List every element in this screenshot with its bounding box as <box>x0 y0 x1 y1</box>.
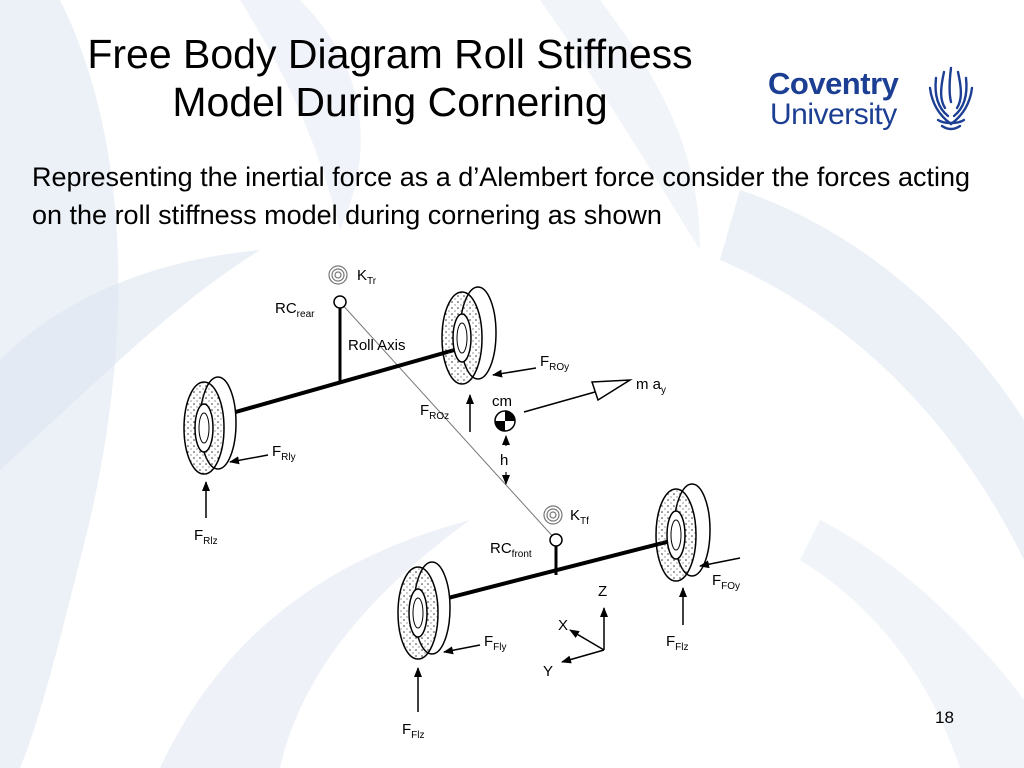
y-axis-label: Y <box>543 663 553 680</box>
rc-rear-label: RCrear <box>275 300 315 320</box>
front-torsion-spring-icon <box>543 505 563 525</box>
rear-torsion-spring-icon <box>328 265 348 285</box>
f-foy-arrow <box>699 557 741 569</box>
logo-line1: Coventry <box>768 66 899 101</box>
k-tf-label: KTf <box>570 507 589 527</box>
centre-of-mass-icon <box>494 410 516 432</box>
cm-label: cm <box>492 393 512 410</box>
phoenix-icon <box>928 66 974 131</box>
roll-axis-label: Roll Axis <box>348 337 406 354</box>
logo-line2: University <box>770 98 897 131</box>
front-axle <box>439 534 691 602</box>
k-tr-label: KTr <box>357 267 377 287</box>
f-rly-label: FRly <box>272 443 296 463</box>
f-rly-arrow <box>229 454 269 465</box>
f-flz-right-label: FFlz <box>666 633 689 653</box>
slide-title-line1: Free Body Diagram Roll Stiffness <box>87 31 693 77</box>
coordinate-axes <box>561 607 608 664</box>
rc-front-label: RCfront <box>490 540 532 560</box>
h-label: h <box>500 452 508 469</box>
m-ay-arrow <box>523 379 633 413</box>
f-fly-label: FFly <box>484 633 507 653</box>
m-ay-label: m ay <box>636 376 666 396</box>
f-fly-arrow <box>443 644 481 655</box>
rear-roll-centre <box>333 295 347 309</box>
x-axis-label: X <box>558 617 568 634</box>
front-right-wheel <box>655 483 711 582</box>
f-flz-left-label: FFlz <box>402 721 425 741</box>
front-left-wheel <box>397 561 451 660</box>
roll-axis-line <box>339 301 557 541</box>
body-text: Representing the inertial force as a d’A… <box>32 162 970 230</box>
rear-axle <box>224 345 466 417</box>
page-number: 18 <box>935 708 954 727</box>
coventry-university-logo: Coventry University <box>768 62 988 134</box>
rear-left-wheel <box>183 376 237 475</box>
f-roy-arrow <box>492 367 537 378</box>
f-foy-label: FFOy <box>712 572 740 592</box>
f-roz-label: FROz <box>420 402 449 422</box>
f-rlz-label: FRlz <box>194 527 218 547</box>
slide-title: Free Body Diagram Roll Stiffness Model D… <box>30 30 750 126</box>
rear-right-wheel <box>441 286 497 385</box>
slide-title-line2: Model During Cornering <box>172 79 608 125</box>
front-roll-centre <box>549 533 563 547</box>
z-axis-label: Z <box>598 583 607 600</box>
f-roy-label: FROy <box>540 353 569 373</box>
